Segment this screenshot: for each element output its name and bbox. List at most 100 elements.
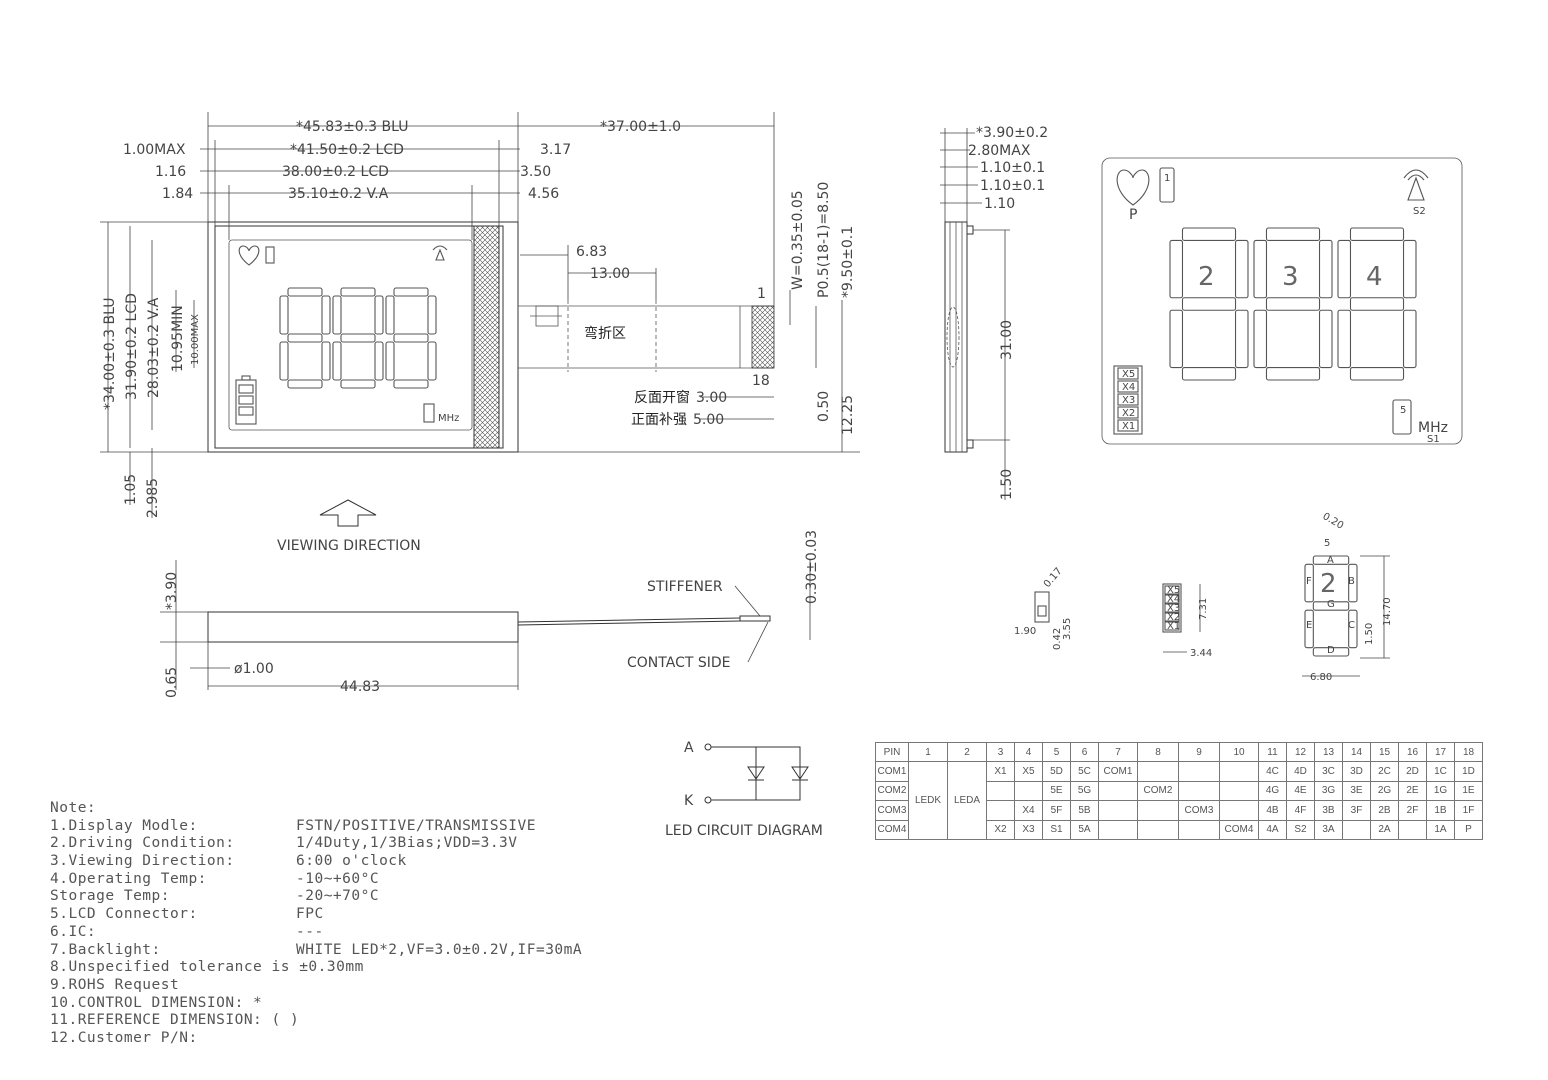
table-cell: 4B — [1258, 800, 1287, 821]
icon-detail: 0.17 1.90 0.42 3.55 — [1014, 566, 1073, 650]
table-cell: COM4 — [1219, 819, 1259, 840]
dim-profile-base: 0.65 — [164, 667, 180, 698]
bend-zone-label: 弯折区 — [584, 325, 626, 342]
note-key: 11.REFERENCE DIMENSION: ( ) — [50, 1012, 300, 1029]
dim-stiffener: 5.00 — [693, 412, 724, 428]
stiffener-label: 正面补强 — [631, 412, 687, 428]
table-cell: 1E — [1454, 780, 1483, 802]
note-row: 4.Operating Temp:-10~+60°C — [50, 871, 670, 889]
table-cell — [1178, 819, 1220, 840]
dim-side-1: *3.90±0.2 — [976, 125, 1048, 141]
segment-digit-3 — [1337, 227, 1417, 381]
table-cell: X3 — [1014, 819, 1043, 840]
led-circuit-label: LED CIRCUIT DIAGRAM — [665, 823, 823, 839]
bar-detail-cell — [1164, 612, 1180, 622]
table-header-cell: 4 — [1014, 741, 1043, 763]
bar-detail-label: X1 — [1167, 621, 1180, 632]
viewing-direction-label: VIEWING DIRECTION — [277, 538, 421, 554]
table-cell: COM1 — [1098, 761, 1138, 782]
note-row: Note: — [50, 800, 670, 818]
note-value: FSTN/POSITIVE/TRANSMISSIVE — [296, 817, 536, 834]
dim-side-3: 1.10±0.1 — [980, 160, 1045, 176]
bar-cell-label: X3 — [1122, 395, 1135, 406]
note-key: Note: — [50, 800, 97, 816]
note-key: 6.IC: — [50, 923, 97, 940]
dim-right-2: 3.50 — [520, 164, 551, 180]
table-cell: 4F — [1286, 800, 1315, 821]
dim-profile-hole: ø1.00 — [234, 661, 274, 677]
dim-bottom-2: 2.985 — [145, 478, 161, 518]
note-row: 8.Unspecified tolerance is ±0.30mm — [50, 959, 670, 977]
table-cell: 1F — [1454, 800, 1483, 821]
pin-18-label: 18 — [752, 373, 770, 389]
note-row: 7.Backlight: WHITE LED*2,VF=3.0±0.2V,IF=3… — [50, 942, 670, 960]
note-key: 5.LCD Connector: — [50, 906, 198, 923]
table-header-cell: 11 — [1258, 741, 1287, 763]
table-cell — [1178, 761, 1220, 782]
dim-bottom-1: 1.05 — [123, 474, 139, 505]
led-2-icon — [791, 766, 809, 781]
dim-blu-width: *45.83±0.3 BLU — [296, 119, 408, 135]
dim-icon-d1: 0.17 — [1042, 566, 1065, 590]
table-cell: 1B — [1426, 800, 1455, 821]
dim-digit-d3: 1.50 — [1364, 623, 1375, 645]
table-cell: 5E — [1042, 780, 1071, 802]
battery-icon — [235, 375, 257, 425]
table-cell: 3F — [1342, 800, 1371, 821]
dim-fpc-offset: 6.83 — [576, 244, 607, 260]
dim-digit-d1: 0.20 — [1321, 511, 1346, 532]
small-digit-1-label: 1 — [1164, 173, 1170, 184]
dim-lcd-height: 31.90±0.2 LCD — [124, 293, 140, 400]
detail-digit — [1304, 555, 1358, 657]
small-digit-icon — [265, 246, 275, 264]
bar-cell-label: X2 — [1122, 408, 1135, 419]
note-value: 1/4Duty,1/3Bias;VDD=3.3V — [296, 835, 518, 852]
table-header-cell: 13 — [1314, 741, 1343, 763]
table-cell: S2 — [1286, 819, 1315, 840]
table-header-cell: 15 — [1370, 741, 1399, 763]
heart-icon — [238, 245, 260, 266]
dim-right-3: 4.56 — [528, 186, 559, 202]
bar-detail-label: X3 — [1167, 603, 1180, 614]
bar-detail-label: X2 — [1167, 612, 1180, 623]
mhz-digit-icon — [423, 403, 435, 423]
table-header-cell: 3 — [986, 741, 1015, 763]
table-header-cell: 6 — [1070, 741, 1099, 763]
segment-digit-label-2: 3 — [1282, 262, 1299, 292]
dim-left-3: 1.84 — [162, 186, 193, 202]
note-row: 1.Display Modle:FSTN/POSITIVE/TRANSMISSI… — [50, 818, 670, 836]
bar-detail-cell — [1164, 585, 1180, 595]
dim-left-2: 1.16 — [155, 164, 186, 180]
dim-side-5: 1.10 — [984, 196, 1015, 212]
table-cell — [1398, 819, 1427, 840]
bar-cell — [1117, 367, 1139, 380]
table-header-cell: 14 — [1342, 741, 1371, 763]
table-cell: 4G — [1258, 780, 1287, 802]
dim-digit-h: 14.70 — [1382, 597, 1393, 626]
table-cell: S1 — [1042, 819, 1071, 840]
note-value: WHITE LED*2,VF=3.0±0.2V,IF=30mA — [296, 941, 583, 958]
note-value: --- — [296, 923, 324, 940]
left-dimensions: *34.00±0.3 BLU 31.90±0.2 LCD 28.03±0.2 V… — [100, 221, 208, 518]
note-row: 6.IC: --- — [50, 924, 670, 942]
table-cell — [1178, 780, 1220, 802]
dim-right-1: 3.17 — [540, 142, 571, 158]
table-cell: 5F — [1042, 800, 1071, 821]
segment-digit-label-1: 2 — [1198, 262, 1215, 292]
up-arrow-icon — [319, 499, 377, 527]
table-header-cell: 10 — [1219, 741, 1259, 763]
table-cell: X1 — [986, 761, 1015, 782]
table-cell: 2B — [1370, 800, 1399, 821]
dim-va-height: 28.03±0.2 V.A — [146, 297, 162, 398]
dim-icon-d3: 0.42 — [1052, 628, 1063, 650]
front-digit-1 — [279, 287, 331, 389]
note-key: 7.Backlight: — [50, 941, 161, 958]
bar-detail-cell — [1164, 603, 1180, 613]
table-cell — [1098, 800, 1138, 821]
table-header-cell: 1 — [908, 741, 948, 763]
